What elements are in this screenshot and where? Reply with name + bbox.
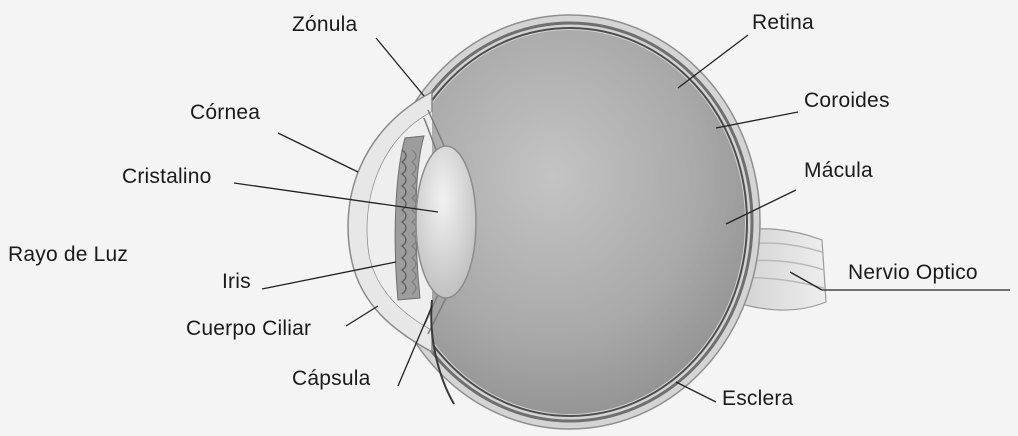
label-cristalino: Cristalino [122, 166, 212, 187]
label-cornea: Córnea [190, 102, 260, 123]
label-rayo-de-luz: Rayo de Luz [8, 244, 128, 265]
label-zonula: Zónula [292, 14, 357, 35]
label-capsula: Cápsula [292, 368, 370, 389]
label-coroides: Coroides [804, 90, 890, 111]
label-cuerpo-ciliar: Cuerpo Ciliar [186, 318, 311, 339]
label-esclera: Esclera [722, 388, 793, 409]
label-macula: Mácula [804, 160, 873, 181]
label-iris: Iris [222, 271, 251, 292]
label-retina: Retina [752, 12, 814, 33]
crystalline-lens [416, 146, 476, 298]
label-nervio-optico: Nervio Optico [848, 262, 978, 283]
